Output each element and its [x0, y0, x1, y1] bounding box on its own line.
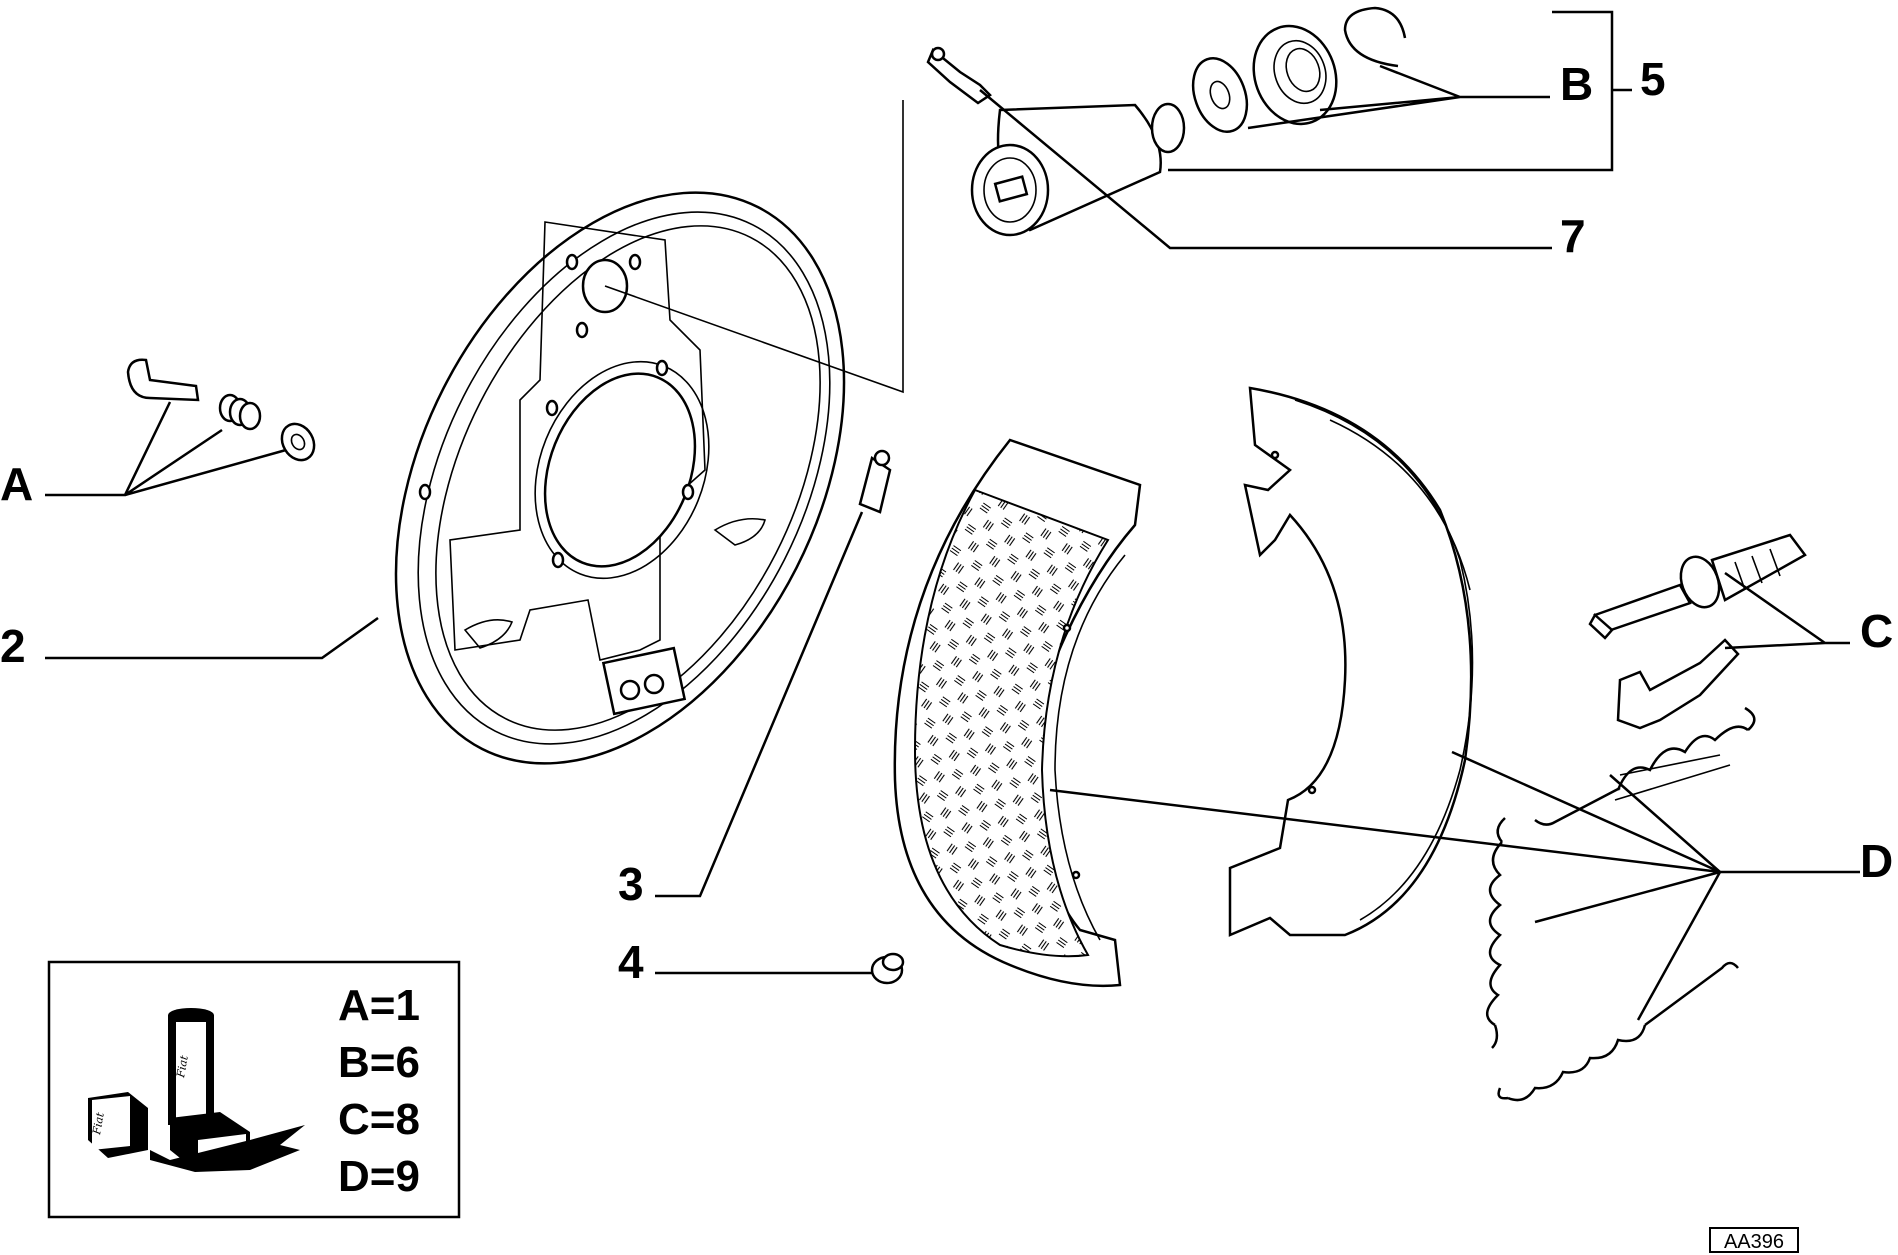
legend-row-a: A=1 — [338, 981, 420, 1030]
callout-3: 3 — [618, 858, 644, 910]
leader-lines — [45, 10, 1860, 1021]
legend-row-c: C=8 — [338, 1095, 420, 1144]
callout-7: 7 — [1560, 210, 1586, 262]
legend-row-b: B=6 — [338, 1038, 420, 1087]
wheel-cylinder-repair-kit — [1191, 6, 1407, 133]
legend-row-d: D=9 — [338, 1152, 420, 1201]
callout-5: 5 — [1640, 53, 1666, 105]
adjuster-kit — [1588, 533, 1807, 730]
legend-box: Fiat Fiat Fiat A=1 B=6 C=8 D=9 — [47, 960, 461, 1219]
callout-d: D — [1860, 835, 1893, 887]
brake-shoe-rear — [1228, 386, 1474, 937]
callout-c: C — [1860, 605, 1893, 657]
callout-2: 2 — [0, 620, 26, 672]
fiat-parts-icon: Fiat Fiat Fiat — [88, 1008, 305, 1172]
callout-4: 4 — [618, 936, 644, 988]
return-spring-lower — [1497, 961, 1739, 1102]
bleed-nipple — [858, 449, 892, 514]
dust-cap — [870, 952, 905, 985]
drawing-code-box: AA396 — [1709, 1227, 1799, 1253]
return-spring-upper — [1534, 706, 1756, 826]
drawing-code: AA396 — [1724, 1231, 1784, 1253]
callout-a: A — [0, 458, 33, 510]
return-spring-middle — [1486, 817, 1506, 1049]
brake-shoe-front — [893, 438, 1142, 988]
legend-brand-tube: Fiat — [174, 1054, 191, 1080]
legend-brand-box-left: Fiat — [90, 1111, 107, 1137]
hold-down-pin-kit — [126, 358, 316, 462]
backing-plate — [394, 191, 846, 765]
wheel-cylinder — [926, 46, 1186, 237]
callout-b: B — [1560, 58, 1593, 110]
